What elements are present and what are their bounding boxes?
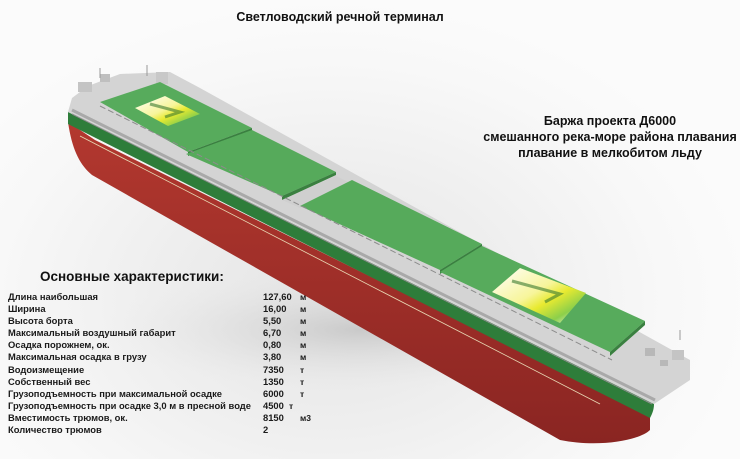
spec-label: Осадка порожнем, ок. — [8, 339, 110, 351]
spec-label: Грузоподъемность при максимальной осадке — [8, 387, 223, 399]
spec-unit: м — [300, 328, 307, 339]
spec-unit: м — [300, 304, 307, 315]
spec-unit: т — [289, 400, 294, 411]
spec-value: 4500 — [263, 399, 284, 411]
spec-unit: м — [300, 340, 307, 351]
hatch-cover-2 — [186, 130, 336, 196]
spec-label: Вместимость трюмов, ок. — [8, 411, 128, 423]
page-title: Светловодский речной терминал — [236, 10, 444, 24]
spec-value: 3,80 — [263, 351, 282, 363]
spec-label: Ширина — [8, 303, 46, 315]
hull-stripe — [68, 112, 654, 418]
spec-unit: т — [300, 364, 305, 375]
hatch-cover-3 — [300, 180, 482, 270]
spec-unit: м — [300, 352, 307, 363]
spec-label: Высота борта — [8, 315, 73, 327]
spec-label: Длина наибольшая — [8, 291, 99, 302]
spec-value: 2 — [263, 424, 269, 436]
spec-value: 16,00 — [263, 303, 287, 315]
spec-unit: т — [300, 376, 305, 387]
spec-value: 7350 — [263, 363, 284, 375]
spec-unit: м — [300, 316, 307, 327]
spec-unit: м — [300, 292, 307, 302]
spec-label: Максимальная осадка в грузу — [8, 351, 147, 363]
spec-label: Собственный вес — [8, 375, 91, 387]
specs-title: Основные характеристики: — [40, 269, 224, 284]
spec-value: 127,60 — [263, 291, 292, 302]
spec-value: 8150 — [263, 411, 284, 423]
spec-label: Водоизмещение — [8, 363, 85, 375]
hull-red — [68, 122, 650, 444]
spec-unit: т — [300, 388, 305, 399]
spec-value: 0,80 — [263, 339, 282, 351]
spec-label: Грузоподъемность при осадке 3,0 м в прес… — [8, 399, 251, 411]
spec-label: Количество трюмов — [8, 424, 102, 436]
caption-line-3: плавание в мелкобитом льду — [518, 146, 702, 160]
caption-line-2: смешанного река-море района плавания — [483, 130, 737, 144]
caption-line-1: Баржа проекта Д6000 — [543, 114, 677, 128]
spec-unit: м3 — [300, 412, 312, 423]
spec-value: 6,70 — [263, 327, 282, 339]
spec-value: 1350 — [263, 375, 284, 387]
spec-label: Максимальный воздушный габарит — [8, 327, 176, 339]
barge-caption: Баржа проекта Д6000 смешанного река-море… — [480, 113, 740, 161]
spec-value: 6000 — [263, 387, 284, 399]
spec-value: 5,50 — [263, 315, 282, 327]
